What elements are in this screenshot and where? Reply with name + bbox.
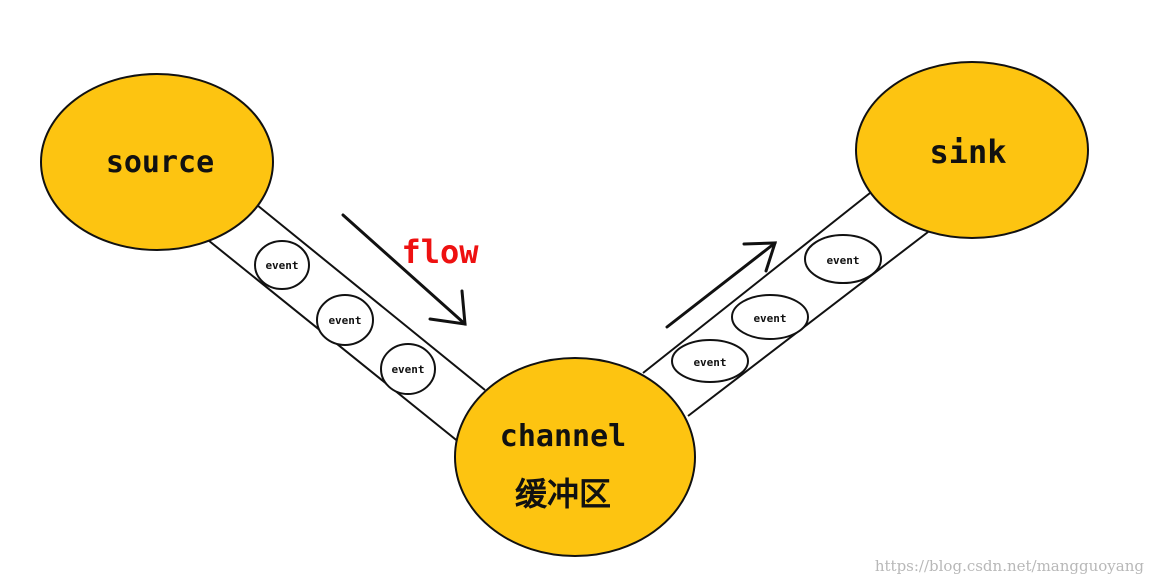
left-events: event event event — [254, 240, 436, 395]
sink-label: sink — [929, 133, 1006, 171]
watermark-text: https://blog.csdn.net/mangguoyang — [875, 557, 1145, 575]
event-label: event — [753, 312, 786, 325]
up-arrow-icon — [665, 241, 778, 329]
event-label: event — [826, 254, 859, 267]
flow-arrow-icon — [341, 213, 467, 326]
event-circle: event — [316, 294, 374, 346]
event-circle: event — [254, 240, 310, 290]
event-circle: event — [380, 343, 436, 395]
event-circle: event — [804, 234, 882, 284]
event-label: event — [265, 259, 298, 272]
event-label: event — [328, 314, 361, 327]
channel-sublabel: 缓冲区 — [515, 475, 611, 513]
right-events: event event event — [671, 234, 882, 383]
flow-label: flow — [401, 233, 479, 271]
event-circle: event — [671, 339, 749, 383]
event-label: event — [391, 363, 424, 376]
channel-node: channel 缓冲区 — [454, 357, 696, 557]
channel-label: channel — [500, 419, 626, 454]
source-node: source — [40, 73, 274, 251]
event-circle: event — [731, 294, 809, 340]
source-label: source — [106, 145, 214, 180]
right-pipe — [642, 192, 929, 417]
sink-node: sink — [855, 61, 1089, 239]
event-label: event — [693, 356, 726, 369]
